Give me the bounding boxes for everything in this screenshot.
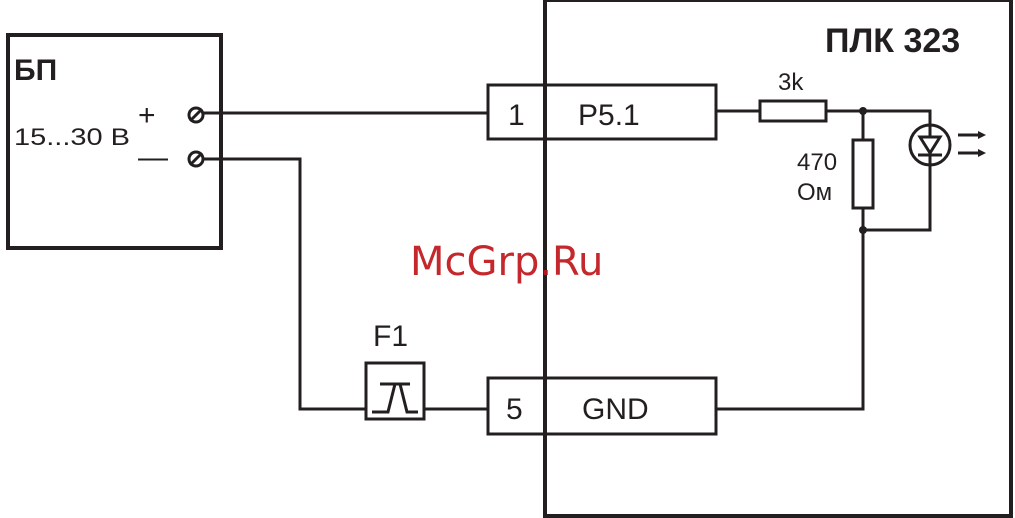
plus-sign: + bbox=[138, 99, 156, 132]
power-supply-voltage: 15...30 В bbox=[14, 124, 130, 151]
power-supply-title: БП bbox=[14, 54, 57, 87]
junction-bottom bbox=[859, 226, 867, 234]
resistor-series: 3k bbox=[760, 69, 826, 121]
led-icon bbox=[910, 125, 986, 165]
fuse-element-icon bbox=[372, 384, 418, 412]
junction-top bbox=[859, 107, 867, 115]
resistor-parallel-unit: Ом bbox=[797, 179, 832, 206]
terminal-output: 1 P5.1 bbox=[488, 85, 716, 139]
plc-title: ПЛК 323 bbox=[825, 22, 960, 60]
minus-terminal-icon bbox=[189, 152, 203, 166]
terminal-ground: 5 GND bbox=[488, 378, 716, 434]
resistor-parallel: 470 Ом bbox=[797, 140, 873, 208]
fuse-label: F1 bbox=[373, 320, 408, 353]
wire-parallel-down bbox=[716, 208, 863, 409]
plus-terminal-icon bbox=[189, 108, 203, 122]
power-supply-block: БП 15...30 В + — bbox=[8, 35, 221, 248]
wire-minus bbox=[203, 159, 366, 409]
terminal-ground-name: GND bbox=[582, 393, 649, 426]
resistor-series-value: 3k bbox=[778, 69, 804, 96]
wire-resistor-to-node bbox=[826, 111, 930, 128]
resistor-parallel-value: 470 bbox=[797, 149, 837, 176]
watermark: McGrp.Ru bbox=[410, 239, 603, 285]
resistor-series-icon bbox=[760, 101, 826, 121]
terminal-ground-number: 5 bbox=[506, 393, 523, 426]
terminal-output-number: 1 bbox=[508, 99, 525, 132]
fuse: F1 bbox=[366, 320, 424, 419]
minus-sign: — bbox=[138, 141, 168, 174]
resistor-parallel-icon bbox=[853, 140, 873, 208]
terminal-output-name: P5.1 bbox=[578, 99, 640, 132]
